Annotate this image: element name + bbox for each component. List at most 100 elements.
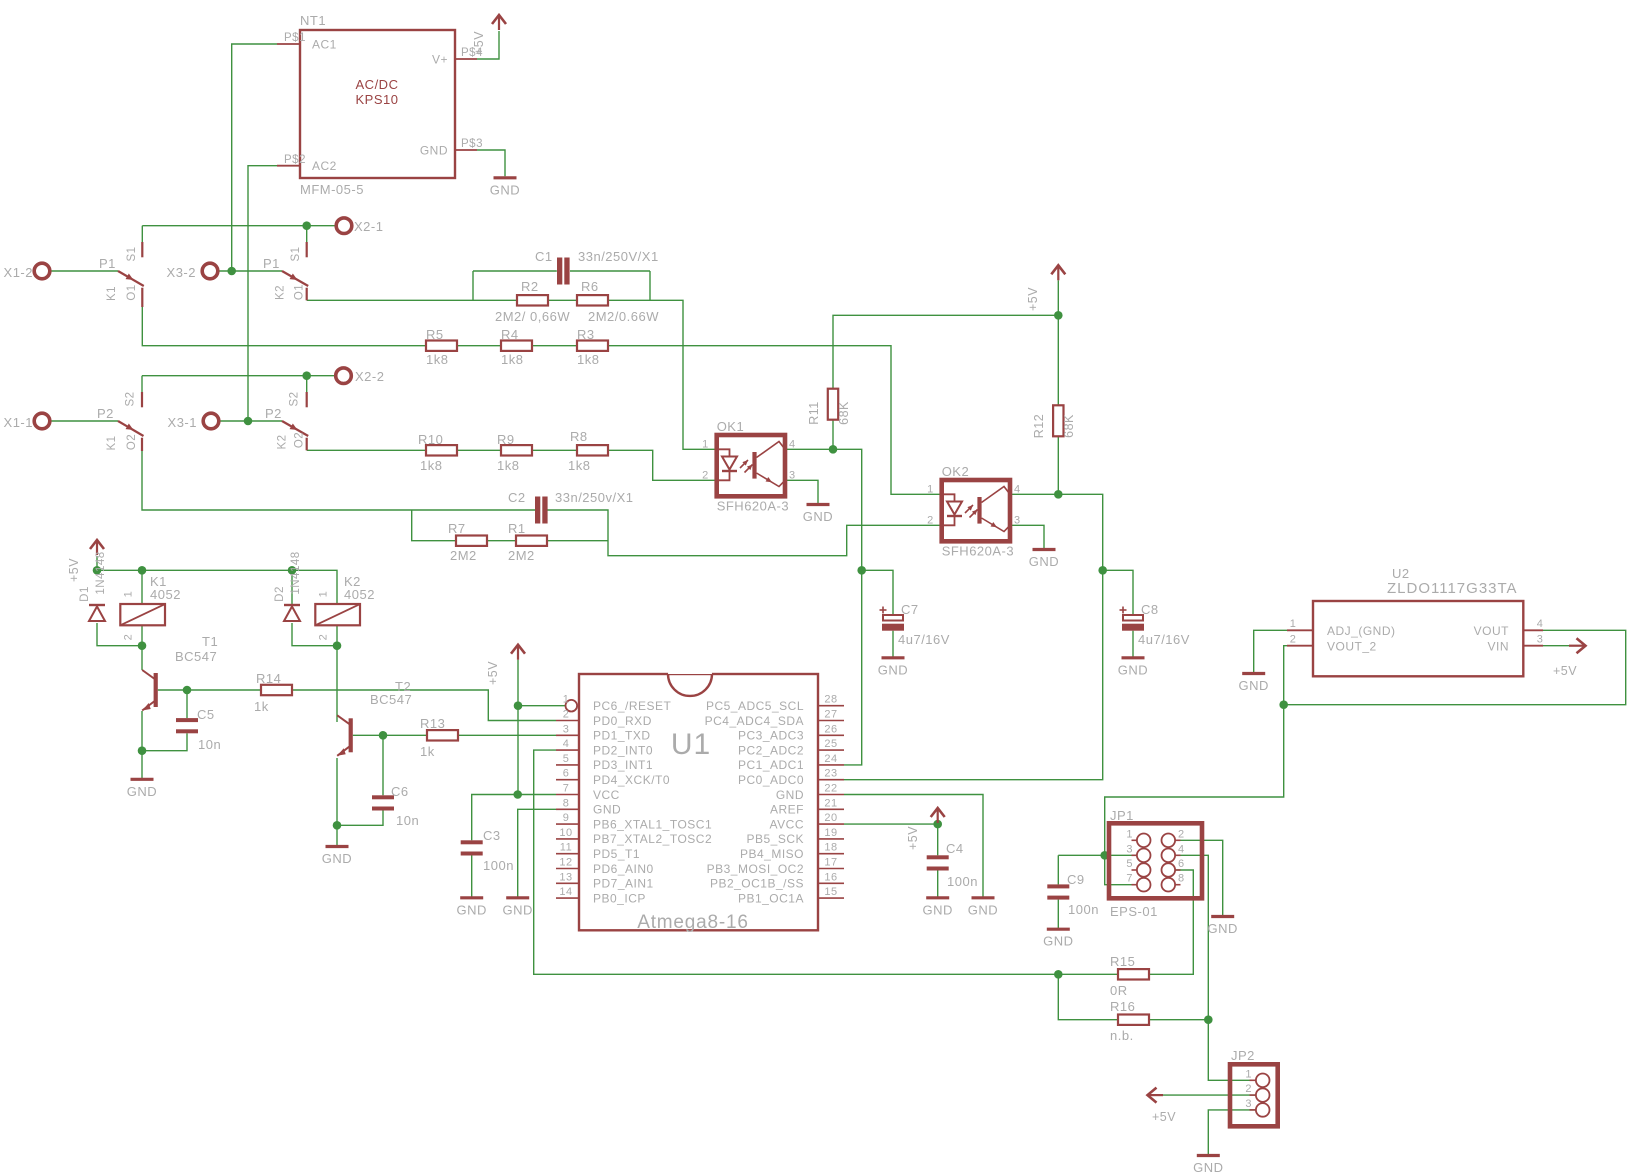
pin-number: 4 (1014, 483, 1021, 495)
pin-name: VCC (593, 788, 620, 802)
resistor-ref: R12 (1032, 414, 1046, 438)
diode-ref: D1 (79, 586, 91, 602)
pin-name: PB2_OC1B_/SS (710, 877, 804, 891)
resistor-value: n.b. (1110, 1028, 1134, 1043)
pin-number: 7 (1126, 873, 1133, 885)
resistor-value: 2M2 (508, 548, 535, 563)
transistor-ref: T2 (395, 679, 411, 694)
contact-label: O1 (294, 284, 306, 300)
pin-number: 11 (560, 842, 572, 854)
pin-number: 28 (824, 694, 837, 706)
pin-number: 6 (563, 768, 570, 780)
jp1-pin-circle (1135, 847, 1152, 864)
pad-name: P$1 (284, 32, 306, 44)
resistor-ref: R16 (1110, 999, 1135, 1014)
pin-name: PD1_TXD (593, 729, 651, 743)
pin-number: 16 (824, 871, 837, 883)
pin-name: AC1 (312, 38, 337, 52)
p5v-arrow (929, 805, 946, 818)
resistor-value: 1k8 (497, 458, 519, 473)
arrow-head (765, 476, 772, 483)
pin-name: PB1_OC1A (738, 891, 804, 905)
pin-number: 1 (1290, 618, 1297, 630)
arrow-head (125, 423, 134, 430)
jp1-pin-circle (1160, 862, 1177, 878)
wire (608, 345, 942, 495)
pin-number: 3 (789, 469, 796, 481)
resistor-value: 1k8 (568, 458, 590, 473)
junction-dot (828, 445, 838, 454)
relay-ref: K1 (150, 574, 167, 589)
jp1-pin-circle (1160, 847, 1177, 864)
regulator-body (1311, 599, 1525, 678)
pin-name: AVCC (770, 817, 804, 831)
opto-transistor (756, 440, 786, 459)
wire (1102, 569, 1134, 615)
pad-x3-2 (200, 261, 220, 281)
resistor-ref: R6 (581, 279, 599, 294)
pin-number: 22 (824, 783, 837, 795)
pin-name: PB5_SCK (746, 832, 804, 846)
resistor-ref: R7 (448, 521, 466, 536)
jp1-ref: JP1 (1110, 808, 1134, 823)
mcu-pin1-bubble (564, 699, 579, 713)
arrow-head (289, 273, 298, 280)
arrow-head (289, 423, 298, 430)
resistor-r14 (259, 683, 294, 697)
cap-c8 (1122, 614, 1144, 622)
wire (608, 449, 717, 481)
pin-number: 2 (1245, 1083, 1252, 1095)
junction-dot (1054, 490, 1063, 499)
wire (337, 810, 384, 826)
wire (471, 793, 556, 841)
pin-number: 5 (563, 753, 570, 765)
pin-number: 8 (1178, 873, 1185, 885)
resistor-ref: R1 (508, 521, 526, 536)
resistor-value: 2M2/ 0,66W (495, 309, 570, 324)
opto-ref: OK1 (717, 419, 745, 434)
wire (96, 556, 338, 604)
resistor-value: 1k8 (426, 352, 448, 367)
junction-dot (857, 566, 866, 575)
jp2-body (1227, 1062, 1281, 1129)
pin-number: 17 (824, 857, 837, 869)
contact-label: O1 (126, 284, 138, 300)
p5v-arrow (509, 642, 527, 655)
opto-ref: OK2 (942, 464, 970, 479)
resistor-ref: R5 (426, 327, 444, 342)
pin-number: 6 (1178, 858, 1185, 870)
cap-value: 33n/250V/X1 (578, 249, 659, 264)
resistor-value: 1k8 (501, 352, 523, 367)
cap-c5 (176, 729, 198, 734)
opto-transistor (981, 485, 1011, 504)
resistor-value: 2M2 (450, 548, 477, 563)
pad-x2-1 (334, 216, 354, 236)
gnd-label: GND (923, 902, 953, 917)
pin-number: 23 (824, 768, 837, 780)
transistor-ref: T1 (202, 634, 218, 649)
pad-name: P$2 (284, 154, 306, 166)
resistor-value: 1k8 (577, 352, 599, 367)
pin-name: PD5_T1 (593, 847, 640, 861)
pad-x2-2 (333, 366, 354, 386)
transistor-t1 (141, 669, 156, 680)
relay-coil-k2 (314, 603, 361, 627)
gnd-label: GND (1043, 934, 1073, 949)
relay-part: 4052 (150, 587, 181, 602)
gnd-label: GND (503, 902, 533, 917)
junction-dot (1054, 311, 1063, 320)
wire (1252, 629, 1287, 674)
wire (1103, 645, 1287, 856)
power-module-part: MFM-05-5 (300, 182, 364, 197)
resistor-r16 (1116, 1013, 1151, 1026)
contact-label: S2 (289, 391, 301, 406)
wire (411, 510, 456, 542)
p5v-label: +5V (67, 558, 81, 582)
pin-name: PC6_/RESET (593, 699, 672, 713)
pin-number: 2 (318, 634, 330, 641)
resistor-value: 1k (420, 744, 435, 759)
pin-name: PD0_RXD (593, 714, 652, 728)
pad-x3-1 (201, 411, 221, 431)
opto-ok2-body (939, 477, 1013, 544)
opto-led (720, 455, 739, 472)
